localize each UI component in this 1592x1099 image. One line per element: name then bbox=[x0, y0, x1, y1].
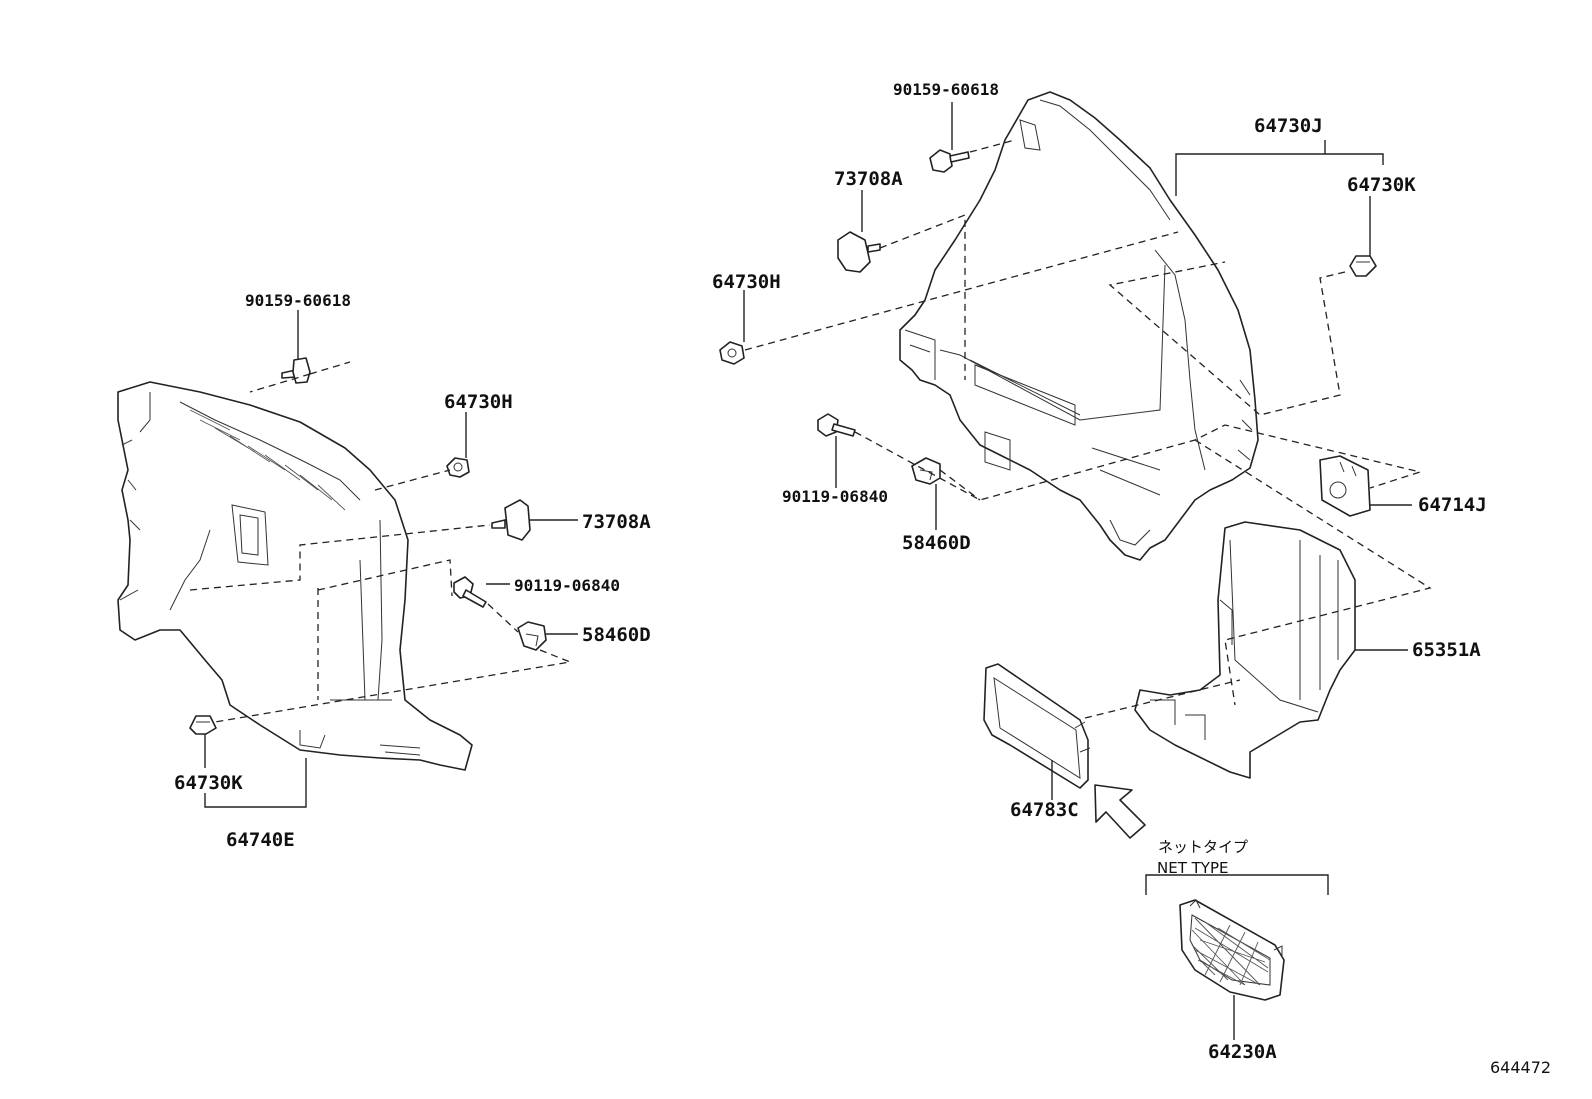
label-right-frame: 64783C bbox=[1010, 799, 1079, 821]
left-nut-58460D-icon bbox=[517, 621, 547, 651]
label-net: 64230A bbox=[1208, 1041, 1277, 1063]
label-right-clip-k: 64730K bbox=[1347, 174, 1416, 196]
label-right-lamp: 64714J bbox=[1418, 494, 1487, 516]
insert-direction-arrow-icon bbox=[1094, 784, 1146, 839]
note-jp: ネットタイプ bbox=[1158, 838, 1248, 856]
left-bolt-90159-icon bbox=[281, 357, 311, 384]
left-bolt-90119-icon bbox=[453, 576, 487, 608]
label-right-bolt-mid: 90119-06840 bbox=[782, 487, 888, 506]
left-cap-73708A-icon bbox=[491, 499, 531, 541]
label-left-cap: 73708A bbox=[582, 511, 651, 533]
label-right-panel: 64730J bbox=[1254, 115, 1323, 137]
right-clip-64730H-icon bbox=[719, 341, 745, 365]
left-clip-64730H-icon bbox=[446, 457, 470, 478]
label-left-bolt-mid: 90119-06840 bbox=[514, 576, 620, 595]
label-right-box: 65351A bbox=[1412, 639, 1481, 661]
right-storage-box-65351A-icon bbox=[1134, 521, 1356, 779]
label-right-cap: 73708A bbox=[834, 168, 903, 190]
right-nut-58460D-icon bbox=[911, 457, 941, 485]
right-bolt-90119-icon bbox=[817, 413, 856, 437]
label-left-clip-h: 64730H bbox=[444, 391, 513, 413]
left-quarter-trim-panel bbox=[117, 381, 473, 771]
cargo-net-64230A-icon bbox=[1179, 899, 1285, 1001]
label-right-nut: 58460D bbox=[902, 532, 971, 554]
right-leaders bbox=[743, 102, 1412, 1040]
left-leaders bbox=[204, 310, 578, 808]
note-en: NET TYPE bbox=[1157, 859, 1228, 877]
label-left-clip-k: 64730K bbox=[174, 772, 243, 794]
right-frame-64783C-icon bbox=[983, 663, 1091, 789]
label-right-clip-h: 64730H bbox=[712, 271, 781, 293]
left-dashed-guides bbox=[189, 361, 573, 723]
diagram-reference-id: 644472 bbox=[1490, 1058, 1551, 1077]
right-cap-73708A-icon bbox=[837, 231, 881, 273]
right-bolt-90159-icon bbox=[929, 149, 970, 173]
right-dashed-guides bbox=[744, 139, 1432, 719]
right-lamp-64714J-icon bbox=[1319, 455, 1371, 517]
net-type-bracket bbox=[1145, 874, 1329, 895]
label-left-bolt-top: 90159-60618 bbox=[245, 291, 351, 310]
left-clip-64730K-icon bbox=[189, 715, 217, 735]
right-quarter-trim-panel bbox=[899, 91, 1259, 561]
label-left-panel: 64740E bbox=[226, 829, 295, 851]
right-clip-64730K-icon bbox=[1349, 255, 1377, 277]
label-left-nut: 58460D bbox=[582, 624, 651, 646]
label-right-bolt-top: 90159-60618 bbox=[893, 80, 999, 99]
